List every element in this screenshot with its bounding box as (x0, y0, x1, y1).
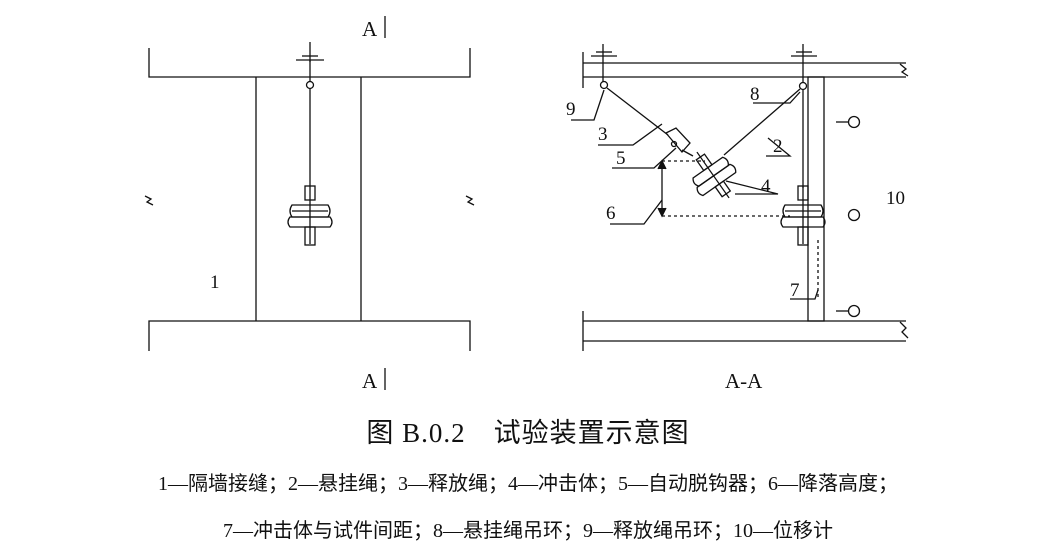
displacement-gauges (836, 115, 861, 318)
auto-release-hook (664, 127, 694, 157)
leader-lines (571, 89, 819, 300)
hanger-bolt (296, 42, 324, 90)
impact-body (287, 185, 333, 246)
break-symbol-left (144, 195, 154, 206)
label-4: 4 (761, 176, 771, 197)
suspension-rope-section (723, 88, 801, 156)
label-6: 6 (606, 203, 616, 224)
specimen-wall (807, 76, 825, 322)
section-title: A-A (725, 369, 763, 393)
release-rope (606, 87, 669, 136)
legend-line-2: 7—冲击体与试件间距；8—悬挂绳吊环；9—释放绳吊环；10—位移计 (223, 520, 833, 542)
release-hanger-bolt (591, 44, 617, 90)
figure-caption: 图 B.0.2 试验装置示意图 (366, 418, 690, 448)
bottom-beam (148, 320, 471, 351)
impact-body-rest (780, 185, 826, 246)
section-mark-top: A (362, 17, 378, 41)
break-symbol-right (465, 195, 475, 206)
impact-body-raised (692, 151, 737, 199)
label-1: 1 (210, 272, 220, 293)
label-9: 9 (566, 99, 576, 120)
break-symbol-top (899, 63, 909, 77)
label-2: 2 (773, 136, 783, 157)
drop-height-guides (662, 160, 790, 217)
label-8: 8 (750, 84, 760, 105)
suspension-hanger-bolt (791, 44, 817, 91)
label-7: 7 (790, 280, 800, 301)
section-view (571, 44, 909, 351)
section-mark-bottom: A (362, 369, 378, 393)
test-setup-diagram: A A 1 A-A 2 3 4 5 6 7 8 9 10 (144, 16, 909, 393)
break-symbol-bottom (899, 321, 909, 339)
label-3: 3 (598, 124, 608, 145)
drop-height-arrow (657, 159, 667, 218)
left-elevation-view (144, 16, 475, 390)
legend-line-1: 1—隔墙接缝；2—悬挂绳；3—释放绳；4—冲击体；5—自动脱钩器；6—降落高度； (158, 473, 898, 495)
label-5: 5 (616, 148, 626, 169)
label-10: 10 (886, 188, 905, 209)
